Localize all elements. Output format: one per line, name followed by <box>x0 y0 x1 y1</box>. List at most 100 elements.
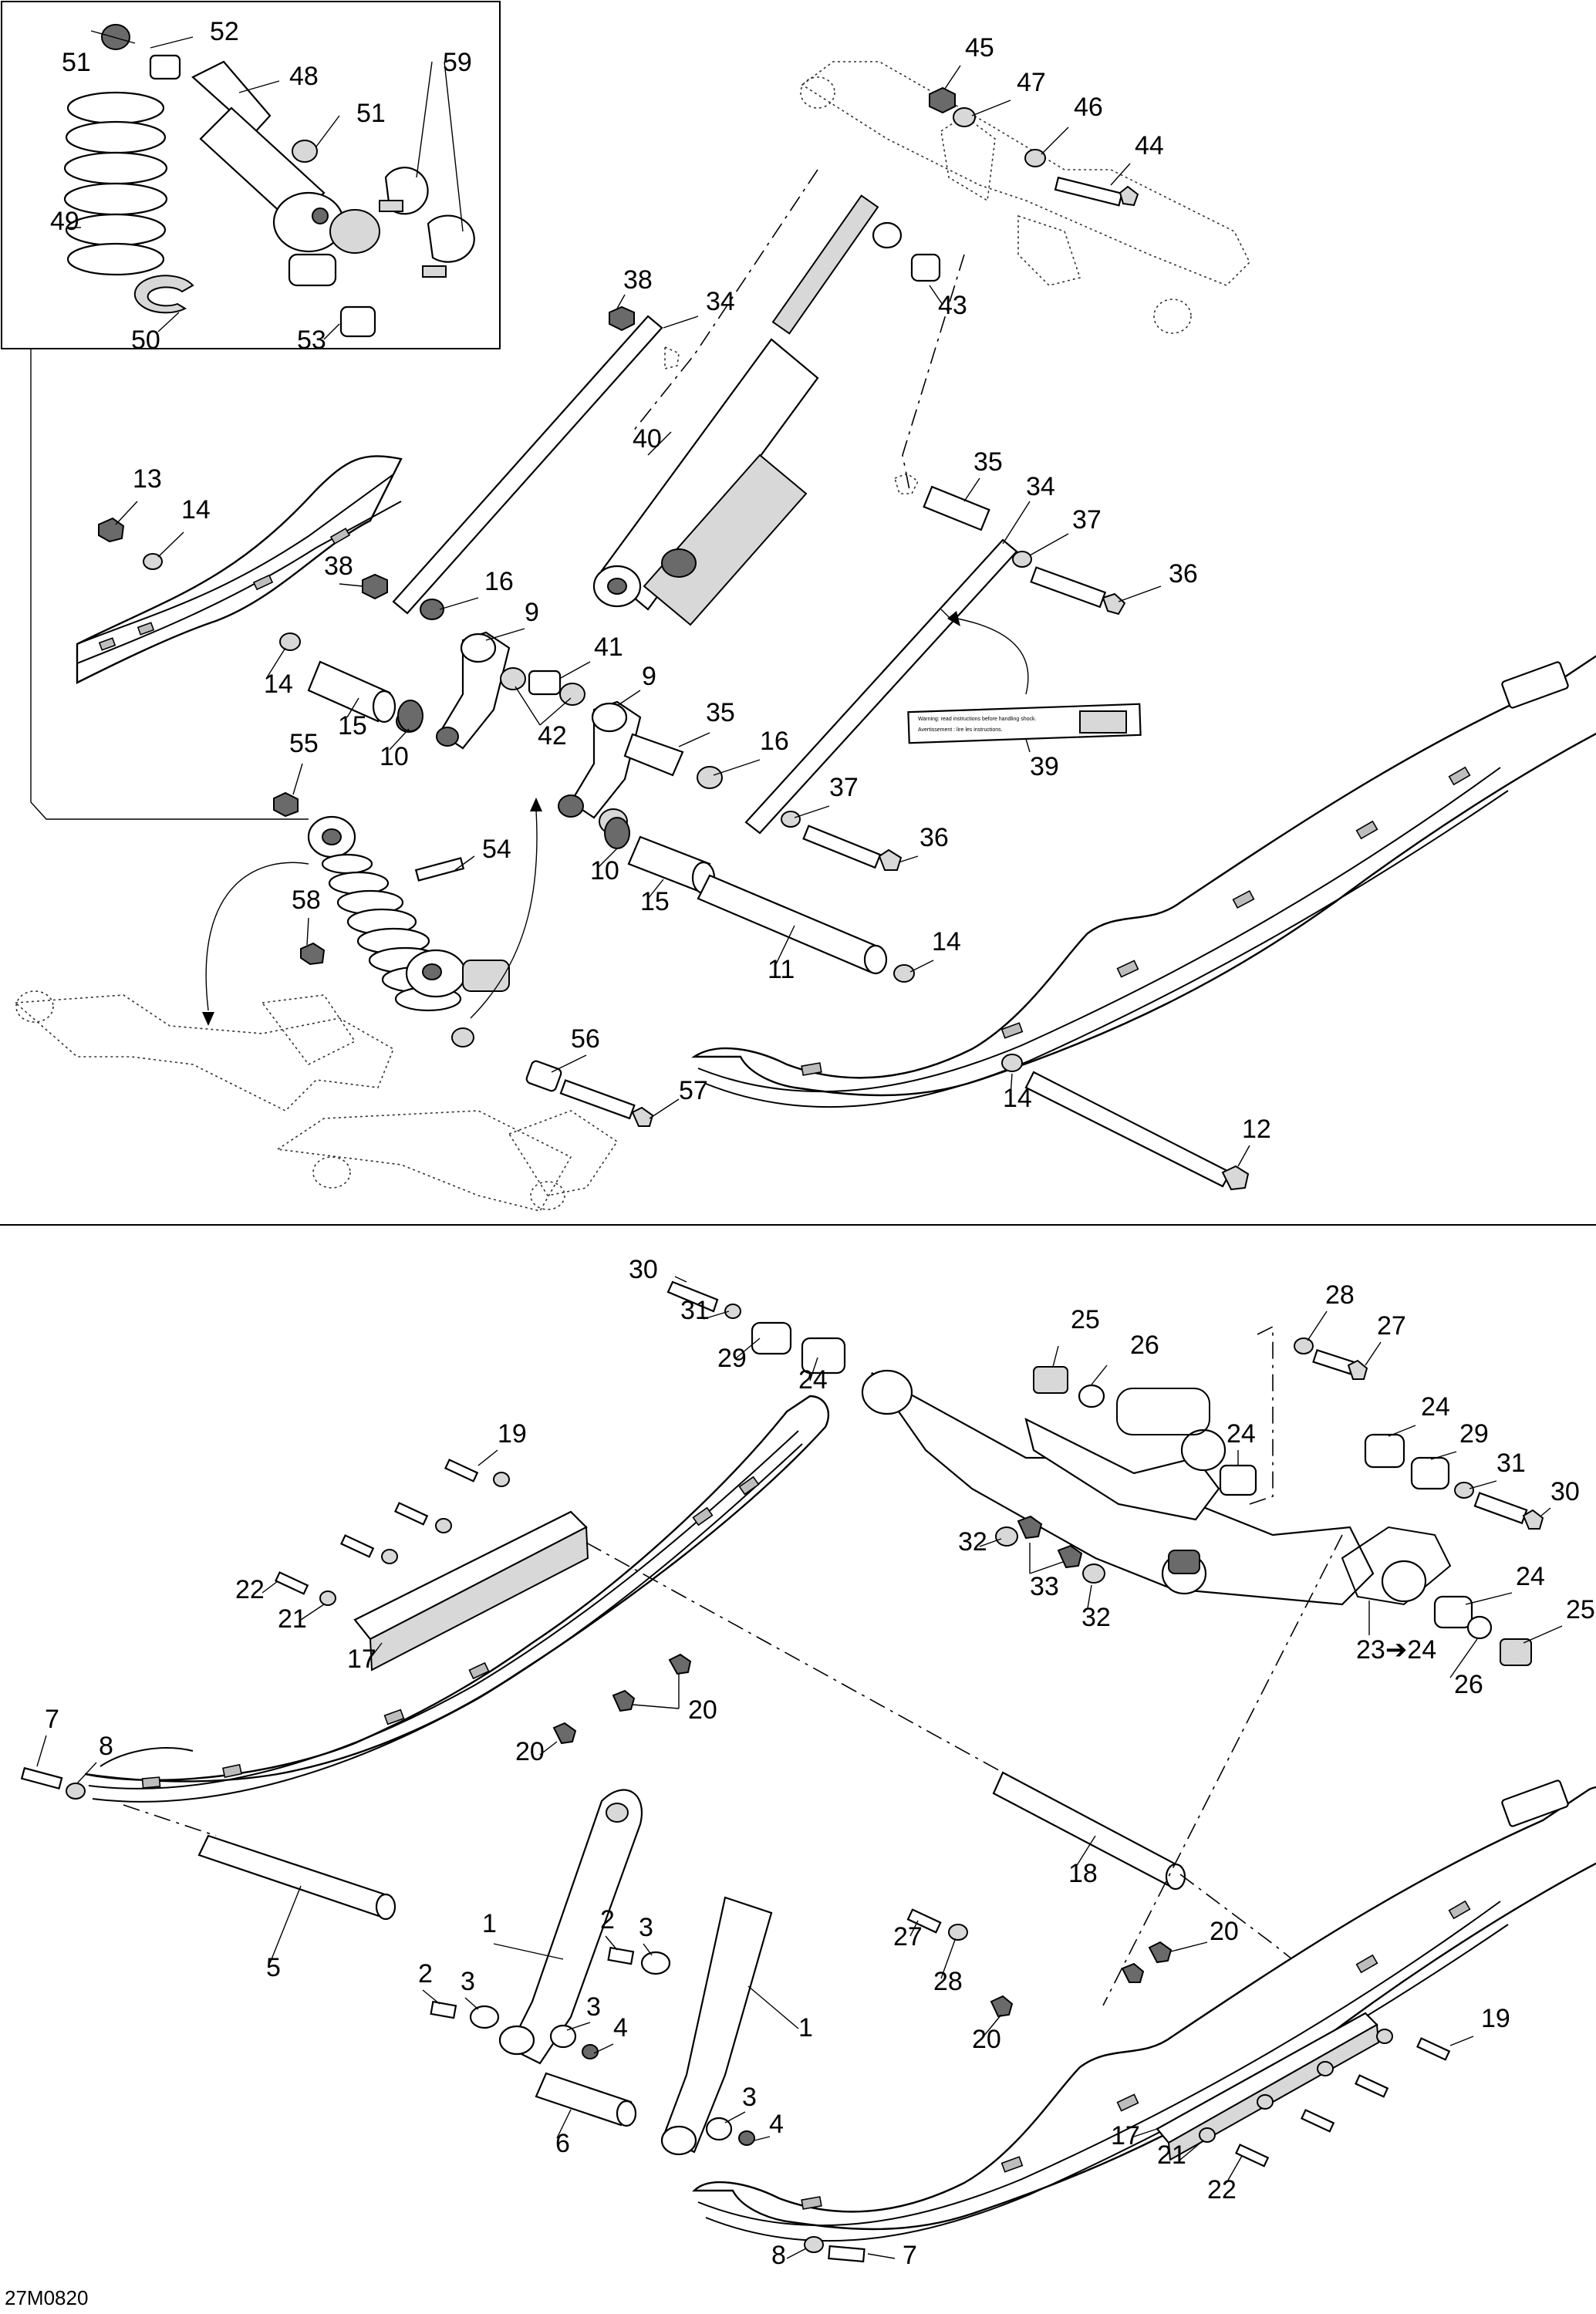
callout-c38a: 38 <box>623 265 653 295</box>
spring-stop-50 <box>133 275 194 314</box>
bushing-52 <box>149 54 181 80</box>
callout-c45: 45 <box>965 33 994 62</box>
axle-12 <box>1024 1071 1250 1191</box>
rear-arm-assembly <box>666 1280 1452 1606</box>
callout-d19a: 19 <box>498 1419 527 1449</box>
upper-left-rail <box>76 455 403 684</box>
callout-d30b: 30 <box>1550 1477 1580 1506</box>
callout-d27b: 27 <box>893 1922 923 1951</box>
washer-14c <box>893 964 915 983</box>
washer-32b <box>1082 1563 1105 1584</box>
bushing-24d <box>1433 1595 1473 1629</box>
callout-c14c: 14 <box>932 927 961 956</box>
drawing-code: 27M0820 <box>5 2286 88 2309</box>
nut-20f <box>990 1995 1014 2018</box>
bolt-7a <box>20 1766 63 1790</box>
callout-d33: 33 <box>1030 1572 1059 1601</box>
callout-c38b: 38 <box>324 552 353 581</box>
callout-d27a: 27 <box>1377 1311 1406 1341</box>
callout-d25b: 25 <box>1566 1595 1595 1624</box>
washer-28a <box>1294 1337 1314 1354</box>
callout-d20c: 20 <box>1210 1917 1239 1946</box>
bushing-29b <box>1410 1456 1450 1490</box>
washer-26b <box>1466 1615 1493 1640</box>
callout-c42: 42 <box>538 721 567 751</box>
washer-14b <box>279 632 301 651</box>
callout-d3a: 3 <box>639 1913 653 1942</box>
bushing-56-bolt-57 <box>525 1060 654 1127</box>
callout-d23: 23➔24 <box>1356 1635 1436 1665</box>
nut-20c <box>552 1722 577 1745</box>
callout-c14a: 14 <box>181 495 211 525</box>
callout-d31a: 31 <box>680 1296 710 1325</box>
callout-c44: 44 <box>1135 131 1164 160</box>
bolt-30b <box>1473 1492 1528 1525</box>
nut-20d <box>1148 1941 1173 1964</box>
bushing-24c <box>1364 1433 1405 1469</box>
link-rod-34a <box>392 305 680 615</box>
callout-c43: 43 <box>938 291 967 320</box>
bolt-7b <box>828 2245 865 2263</box>
callout-c9a: 9 <box>525 598 539 627</box>
rocker-arm-9a <box>438 631 511 750</box>
callout-d24a: 24 <box>798 1365 828 1395</box>
washer-37b <box>781 811 801 828</box>
bushing-10a <box>397 700 423 732</box>
callout-d29a: 29 <box>717 1344 747 1373</box>
callout-c13: 13 <box>133 464 162 494</box>
callout-c55: 55 <box>289 729 319 758</box>
callout-c40: 40 <box>633 424 662 454</box>
callout-d20a: 20 <box>688 1695 717 1725</box>
slide-17b <box>1156 2012 1380 2161</box>
callout-d21a: 21 <box>278 1604 307 1634</box>
callout-d1a: 1 <box>482 1909 497 1938</box>
callouts-lower: 3031292425262827242429313019323332242522… <box>45 1255 1595 2270</box>
callout-d28b: 28 <box>933 1967 963 1996</box>
callout-c10b: 10 <box>590 856 619 885</box>
callout-d31b: 31 <box>1496 1449 1526 1478</box>
callout-d17b: 17 <box>1111 2121 1140 2150</box>
rear-shock-40 <box>592 194 903 626</box>
callout-c53: 53 <box>297 326 326 355</box>
callout-d22b: 22 <box>1207 2175 1237 2204</box>
washer-14d <box>1001 1054 1023 1072</box>
callout-c35a: 35 <box>973 447 1003 477</box>
callout-d5: 5 <box>266 1953 281 1982</box>
hardware-2-3-4 <box>430 1946 755 2146</box>
callout-c14b: 14 <box>264 670 293 699</box>
callout-d3c: 3 <box>586 1992 601 2022</box>
arm-1a <box>498 1789 643 2065</box>
callout-c57: 57 <box>679 1076 708 1105</box>
callout-c36b: 36 <box>919 823 949 852</box>
callout-d1b: 1 <box>798 2013 813 2042</box>
coil-spring-49 <box>63 91 168 276</box>
callout-d7a: 7 <box>45 1705 59 1734</box>
nut-20e <box>1121 1962 1145 1983</box>
callout-c47: 47 <box>1017 68 1046 97</box>
nut-13 <box>98 517 125 543</box>
callout-d26a: 26 <box>1130 1331 1159 1360</box>
bushing-24b <box>1219 1464 1257 1496</box>
nut-20b <box>612 1689 636 1712</box>
callout-c14d: 14 <box>1003 1084 1032 1113</box>
callout-c48: 48 <box>289 62 319 91</box>
callout-d22a: 22 <box>235 1575 265 1604</box>
callout-c34a: 34 <box>706 287 735 316</box>
upper-right-rail <box>691 655 1596 1108</box>
callout-d32b: 32 <box>1081 1603 1111 1632</box>
bolt-27a <box>1312 1349 1355 1375</box>
callout-c10a: 10 <box>380 742 409 771</box>
spacer-15b <box>627 835 716 895</box>
callout-d7b: 7 <box>903 2241 917 2270</box>
callout-d2a: 2 <box>600 1905 615 1935</box>
callout-c52: 52 <box>210 17 239 46</box>
callout-c37a: 37 <box>1072 505 1102 535</box>
arm-1b <box>660 1896 773 2156</box>
nut-33b <box>1057 1544 1083 1569</box>
callout-d25a: 25 <box>1071 1305 1100 1334</box>
rear-crossbar-reference <box>800 61 1250 334</box>
callout-d4a: 4 <box>613 2013 628 2042</box>
bushing-25b <box>1500 1638 1532 1666</box>
rocker-arm-9b <box>569 700 642 819</box>
nut-33a <box>1017 1515 1043 1540</box>
